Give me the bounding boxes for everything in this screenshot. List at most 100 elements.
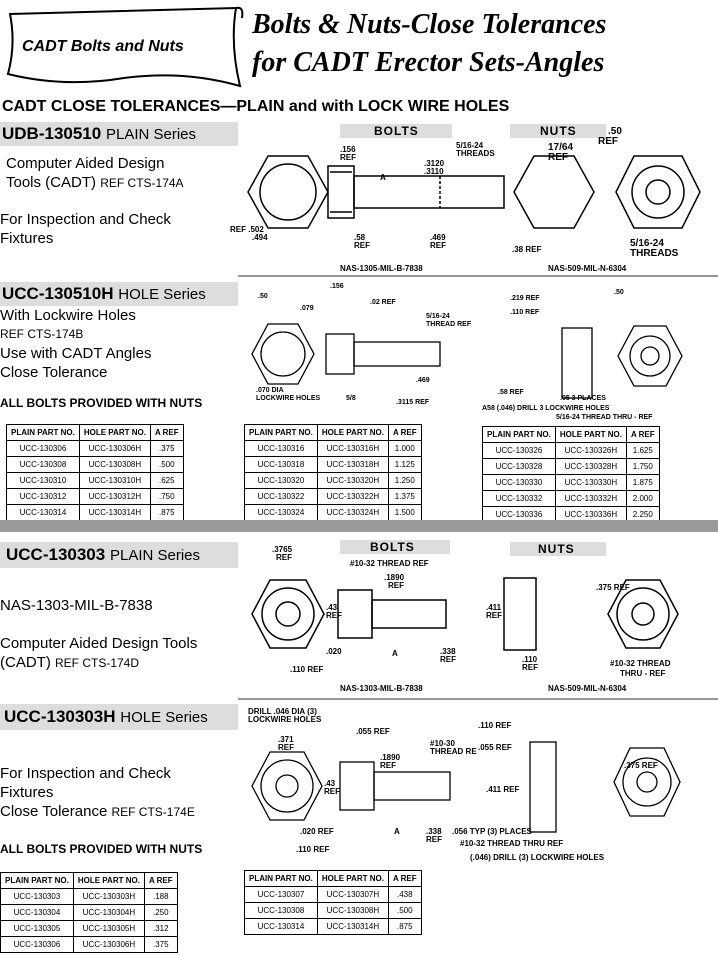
- table-cell: UCC-130314: [244, 918, 318, 935]
- section3-kind: PLAIN Series: [109, 547, 201, 564]
- section2-desc2: Use with CADT Angles: [0, 345, 152, 362]
- svg-text:.338: .338: [440, 647, 456, 656]
- svg-text:REF: REF: [598, 136, 618, 147]
- table-cell: UCC-130312H: [78, 488, 151, 505]
- svg-text:REF: REF: [354, 241, 370, 250]
- svg-text:.110 REF: .110 REF: [510, 309, 540, 316]
- badge-scroll: [6, 6, 244, 88]
- section4-ref: REF CTS-174E: [111, 805, 195, 819]
- table-cell: UCC-130316: [244, 440, 318, 457]
- svg-text:.375 REF: .375 REF: [596, 583, 630, 592]
- table-cell: UCC-130320: [244, 472, 318, 489]
- table-cell: UCC-130322: [244, 488, 318, 505]
- section2-desc1: With Lockwire Holes: [0, 307, 136, 324]
- section3-code: UCC-130303: [6, 545, 106, 564]
- section3-nut-spec: NAS-509-MIL-N-6304: [548, 684, 627, 693]
- table-cell: 1.250: [387, 472, 422, 489]
- svg-text:REF .502: REF .502: [230, 225, 264, 234]
- table-cell: .250: [143, 904, 178, 921]
- bolt-head-hex: [247, 155, 329, 229]
- table-header-cell: PLAIN PART NO.: [244, 870, 318, 887]
- svg-text:A: A: [392, 649, 398, 658]
- nuts-caption-bar: [510, 124, 606, 138]
- table-cell: UCC-130324H: [316, 504, 389, 521]
- section1-divider: [238, 275, 718, 277]
- section3-bolts-bar: [340, 540, 450, 554]
- section1-desc-b: For Inspection and Check Fixtures: [0, 210, 171, 248]
- svg-text:.469: .469: [416, 377, 430, 384]
- svg-text:#10-32 THREAD THRU REF: #10-32 THREAD THRU REF: [460, 839, 563, 848]
- page-title: Bolts & Nuts-Close Tolerances for CADT E…: [252, 6, 606, 82]
- svg-text:#10-30: #10-30: [430, 739, 455, 748]
- table-cell: .188: [143, 888, 178, 905]
- svg-text:.156: .156: [330, 283, 344, 290]
- section3-ref: REF CTS-174D: [55, 656, 140, 670]
- section4-kind: HOLE Series: [120, 709, 208, 726]
- table-cell: UCC-130328: [482, 458, 556, 475]
- svg-text:.055 REF: .055 REF: [356, 727, 390, 736]
- table-header-row: PLAIN PART NO.HOLE PART NO.A REF: [244, 870, 422, 887]
- table-cell: UCC-130326H: [554, 442, 627, 459]
- section1-desc2-row: Tools (CADT) REF CTS-174A: [6, 173, 184, 193]
- svg-text:.375 REF: .375 REF: [624, 761, 658, 770]
- svg-text:REF: REF: [426, 835, 442, 844]
- section1-desc3: For Inspection and Check: [0, 211, 171, 228]
- table-cell: UCC-130306: [0, 936, 74, 953]
- table-header-cell: A REF: [143, 872, 178, 889]
- table-cell: .438: [387, 886, 422, 903]
- svg-text:.110 REF: .110 REF: [290, 665, 323, 674]
- section2-bar: [0, 282, 238, 306]
- table-cell: UCC-130303H: [72, 888, 145, 905]
- svg-text:.338: .338: [426, 827, 442, 836]
- svg-text:REF: REF: [486, 611, 502, 620]
- section4-note: ALL BOLTS PROVIDED WITH NUTS: [0, 842, 203, 856]
- table-header-cell: HOLE PART NO.: [316, 870, 389, 887]
- table-cell: 1.875: [625, 474, 660, 491]
- table-cell: .375: [143, 936, 178, 953]
- table-cell: 1.625: [625, 442, 660, 459]
- svg-text:REF: REF: [340, 153, 356, 162]
- section1-title: UDB-130510 PLAIN Series: [2, 124, 196, 144]
- section1-bolt-spec: NAS-1305-MIL-B-7838: [340, 264, 423, 273]
- table-cell: UCC-130308H: [78, 456, 151, 473]
- section3-title: UCC-130303 PLAIN Series: [6, 545, 200, 565]
- section1-kind: PLAIN Series: [105, 126, 197, 143]
- section3-bolts-caption: BOLTS: [370, 540, 415, 554]
- svg-text:LOCKWIRE HOLES: LOCKWIRE HOLES: [248, 715, 322, 724]
- section3-desc: Computer Aided Design Tools (CADT) REF C…: [0, 634, 197, 673]
- section3-spec: NAS-1303-MIL-B-7838: [0, 597, 153, 614]
- svg-text:17/64: 17/64: [548, 142, 573, 153]
- section4-desc1: For Inspection and Check: [0, 765, 171, 782]
- svg-text:.3765: .3765: [272, 545, 293, 554]
- table-cell: .875: [387, 918, 422, 935]
- section3-nuts-bar: [510, 542, 606, 556]
- section3-nuts-caption: NUTS: [538, 542, 575, 556]
- table-cell: UCC-130306H: [78, 440, 151, 457]
- title-line-2: for CADT Erector Sets-Angles: [252, 47, 605, 78]
- svg-text:.58 REF: .58 REF: [498, 389, 524, 396]
- svg-text:.055 REF: .055 REF: [478, 743, 512, 752]
- subheader: CADT CLOSE TOLERANCES—PLAIN and with LOC…: [2, 98, 510, 115]
- table-cell: UCC-130307: [244, 886, 318, 903]
- section2-desc: With Lockwire Holes REF CTS-174B Use wit…: [0, 306, 151, 382]
- table-cell: UCC-130306H: [72, 936, 145, 953]
- svg-text:A: A: [394, 827, 400, 836]
- section3-divider: [238, 698, 718, 700]
- table-cell: UCC-130320H: [316, 472, 389, 489]
- dim-156: .156: [340, 145, 356, 154]
- svg-text:.3120: .3120: [424, 159, 445, 168]
- svg-text:(.046) DRILL (3) LOCKWIRE HOLE: (.046) DRILL (3) LOCKWIRE HOLES: [470, 853, 605, 862]
- section2-drawing: .50 .079 .156 .02 REF 5/16-24 THREAD REF…: [251, 283, 683, 421]
- section4-code: UCC-130303H: [4, 707, 116, 726]
- svg-text:.411 REF: .411 REF: [486, 785, 519, 794]
- table-cell: UCC-130308: [244, 902, 318, 919]
- section3-bolt-spec: NAS-1303-MIL-B-7838: [340, 684, 423, 693]
